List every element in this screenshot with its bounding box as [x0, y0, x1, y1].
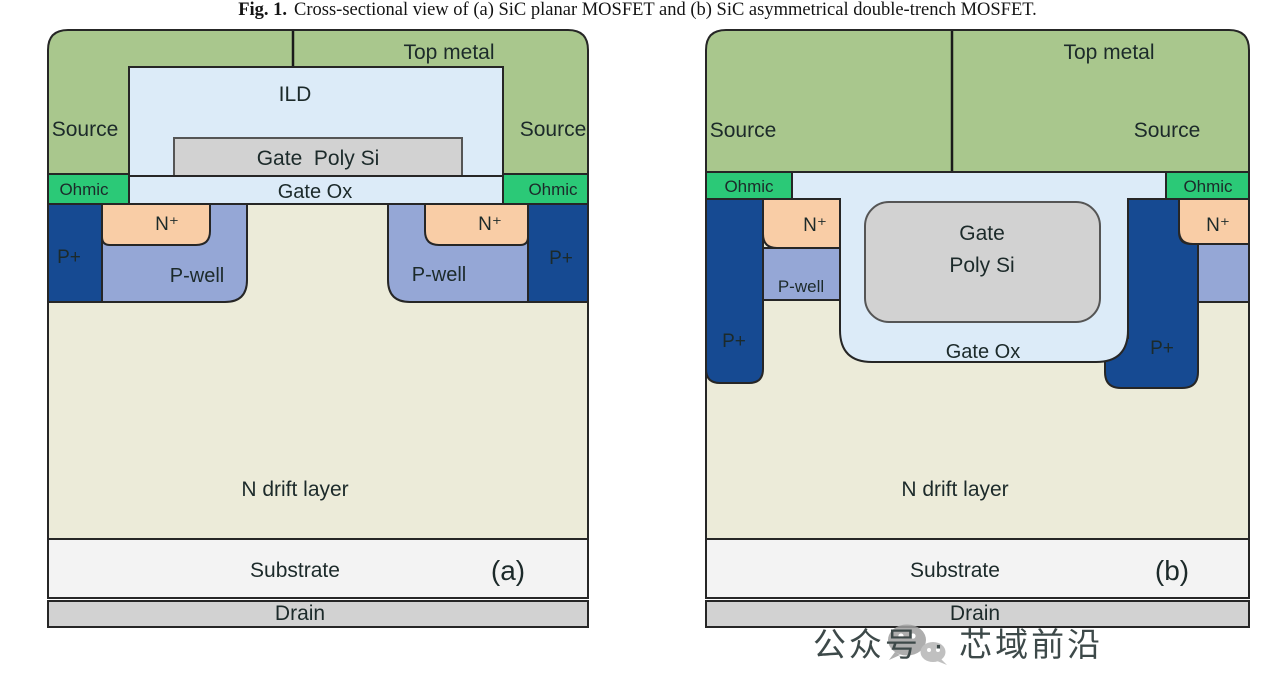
label-n-plus-b-right: N⁺ [1206, 215, 1230, 236]
figure-caption-label: Fig. 1. [238, 0, 288, 20]
label-n-drift-a: N drift layer [241, 478, 348, 501]
label-gate-b-line2: Poly Si [949, 254, 1014, 277]
label-n-drift-b: N drift layer [901, 478, 1008, 501]
region-ohmic-a-right [502, 173, 589, 205]
label-p-plus-a-left: P+ [57, 247, 81, 268]
label-drain-b: Drain [950, 602, 1000, 625]
label-gate-ox-a: Gate Ox [278, 181, 352, 203]
region-ohmic-b-left [705, 171, 793, 200]
region-drain-a [47, 600, 589, 628]
label-ohmic-a-right: Ohmic [528, 180, 578, 199]
label-p-well-a-right: P-well [412, 264, 466, 286]
label-source-a-right: Source [520, 118, 587, 141]
label-gate-ox-b: Gate Ox [946, 341, 1020, 363]
region-ohmic-a-left [47, 173, 130, 205]
region-top-metal-b [705, 29, 1250, 173]
label-ohmic-b-left: Ohmic [724, 177, 774, 196]
label-p-well-a-left: P-well [170, 265, 224, 287]
figure-caption-text: Cross-sectional view of (a) SiC planar M… [294, 0, 1037, 20]
region-p-well-b-left [762, 247, 841, 301]
label-n-plus-a-right: N⁺ [478, 214, 502, 235]
region-substrate-a [47, 538, 589, 599]
label-substrate-a: Substrate [250, 559, 340, 582]
region-n-plus-a-right [424, 203, 529, 246]
region-gate-poly-b [864, 201, 1101, 323]
region-p-well-b-right [1197, 243, 1250, 303]
diagram-a-planar-mosfet: Top metal Source Source ILD Gate Poly Si… [47, 29, 589, 628]
figure-caption: Fig. 1. Cross-sectional view of (a) SiC p… [0, 0, 1275, 21]
panel-label-b: (b) [1155, 555, 1189, 586]
label-source-b-right: Source [1134, 119, 1201, 142]
panel-label-a: (a) [491, 555, 525, 586]
wechat-icon [888, 624, 947, 665]
region-substrate-b [705, 538, 1250, 599]
label-gate-poly-a: Gate Poly Si [257, 147, 380, 170]
label-n-plus-a-left: N⁺ [155, 214, 179, 235]
label-p-well-b-left: P-well [778, 277, 824, 296]
label-source-b-left: Source [710, 119, 777, 142]
region-gate-poly-a [173, 137, 463, 177]
watermark: 公众号 · 芯域前沿 [813, 624, 1103, 665]
label-p-plus-a-right: P+ [549, 248, 573, 269]
region-p-plus-b-left [705, 198, 764, 384]
label-top-metal-b: Top metal [1063, 41, 1154, 64]
label-top-metal-a: Top metal [403, 41, 494, 64]
region-drain-b [705, 600, 1250, 628]
label-p-plus-b-right: P+ [1150, 338, 1174, 359]
region-ohmic-b-right [1165, 171, 1250, 200]
label-gate-b-line1: Gate [959, 222, 1005, 245]
region-n-plus-b-left [762, 198, 841, 249]
label-ild-a: ILD [279, 83, 312, 106]
label-ohmic-b-right: Ohmic [1183, 177, 1233, 196]
label-drain-a: Drain [275, 602, 325, 625]
diagram-b-double-trench-mosfet: Top metal Source Source Gate Poly Si Gat… [705, 29, 1250, 628]
watermark-text: 公众号 · 芯域前沿 [813, 626, 1103, 663]
label-ohmic-a-left: Ohmic [59, 180, 109, 199]
region-p-plus-a-left [47, 203, 103, 303]
label-substrate-b: Substrate [910, 559, 1000, 582]
label-p-plus-b-left: P+ [722, 331, 746, 352]
label-source-a-left: Source [52, 118, 119, 141]
label-n-plus-b-left: N⁺ [803, 215, 827, 236]
